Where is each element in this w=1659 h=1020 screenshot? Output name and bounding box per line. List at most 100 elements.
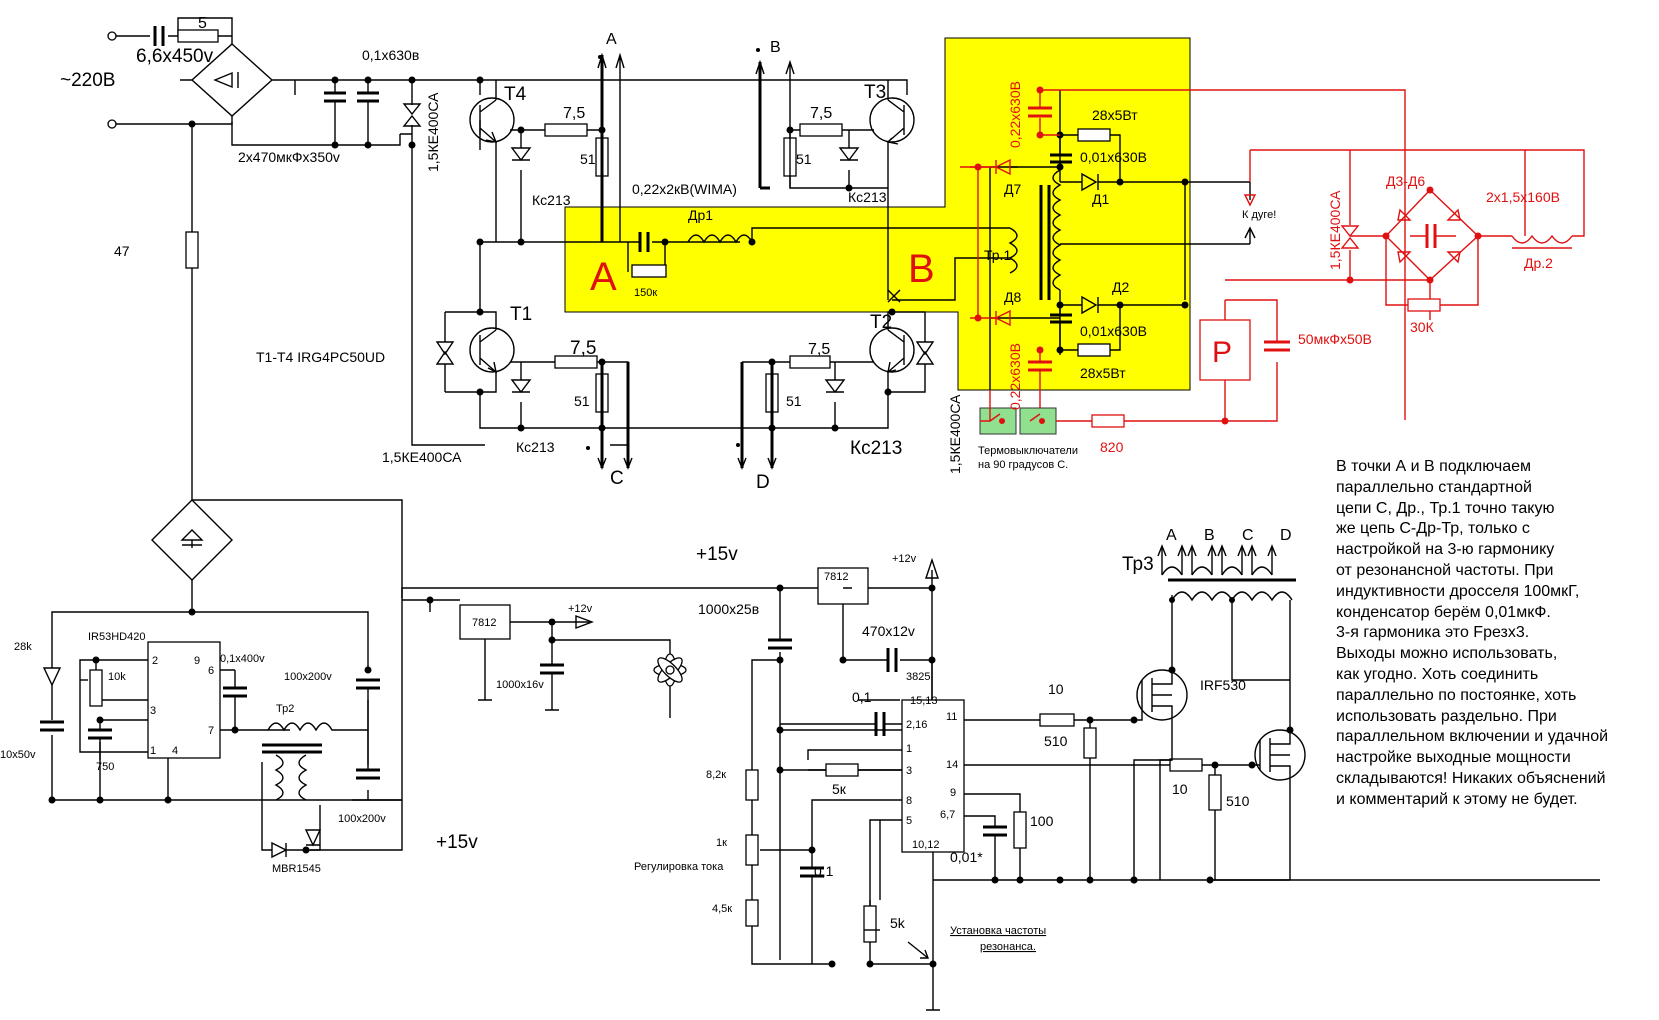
label-reg-big: 7812 [824,571,848,583]
label-p12v-a: +12v [568,603,593,615]
label-set-freq1: Установка частоты [950,925,1046,937]
label-dr2: Др.2 [1524,255,1553,271]
label-tp3-c: C [1242,527,1254,544]
label-r51-t1: 51 [574,393,590,409]
label-r10-a: 10 [1048,681,1064,697]
label-ic-driver: IR53HD420 [88,631,145,643]
label-c022-bot: 0,22x630В [1007,343,1023,410]
label-tr1: Тр.1 [984,247,1011,263]
pin-label: 2,16 [906,719,927,731]
label-out-d: D [756,472,770,493]
note-line: использовать раздельно. При [1336,707,1557,725]
label-wima: 0,22x2кВ(WIMA) [632,181,737,197]
label-tp2: Тр2 [276,703,294,715]
pin-label: 9 [194,655,200,667]
label-r5k-a: 5к [832,781,847,797]
pin-label: 1 [906,743,912,755]
pin-label: 6,7 [940,809,955,821]
label-d1: Д1 [1092,191,1109,207]
label-set-freq2: резонанса. [980,941,1036,953]
label-r47: 47 [114,243,130,259]
label-r10k: 10k [108,671,126,683]
pin-label: 9 [950,787,956,799]
label-kc-t2: Кс213 [850,438,902,459]
label-c-filt: 0,1x630в [362,47,419,63]
labels: ~220В 6,6x450v 5 0,1x630в 2x470мкФx350v … [0,15,1560,953]
label-t3: T3 [864,82,886,103]
label-c001-bot: 0,01x630В [1080,323,1147,339]
label-c100x200-b: 100x200v [338,813,386,825]
note-line: В точки А и В подключаем [1336,458,1531,475]
label-node-a-small: A [606,31,617,48]
label-reg-current: Регулировка тока [634,861,724,873]
label-thermo1: Термовыключатели [978,445,1078,457]
label-kc-t4: Кс213 [532,192,571,208]
aux-supply [40,499,403,859]
label-r5k-b: 5k [890,915,906,931]
note-line: 3-я гармоника это Fрезх3. [1336,624,1530,642]
label-dr1: Др1 [688,207,713,223]
pin-label: 5 [906,815,912,827]
label-r820: 820 [1100,439,1124,455]
label-tvs-red: 1,5КЕ400СА [1327,190,1343,270]
label-r30k: 30К [1410,319,1435,335]
label-t4: T4 [504,84,527,105]
label-big-b: B [908,247,935,291]
label-r75-t4: 7,5 [563,105,585,122]
label-r1k: 1к [716,837,727,849]
label-r-in: 5 [198,15,207,32]
note-line: и комментарий к этому не будет. [1336,790,1578,808]
label-mains: ~220В [60,70,115,91]
label-c-bulk: 2x470мкФx350v [238,149,340,165]
label-r750: 750 [96,761,114,773]
label-d8: Д8 [1004,289,1021,305]
label-r28-top: 28x5Вт [1092,107,1138,123]
pin-label: 6 [208,665,214,677]
label-c001-top: 0,01x630В [1080,149,1147,165]
label-d3d6: Д3-Д6 [1386,173,1425,189]
label-d2: Д2 [1112,279,1129,295]
label-c022-top: 0,22x630В [1007,81,1023,148]
label-big-a: A [590,255,617,299]
label-t2: T2 [870,312,892,333]
fan-supply [401,587,852,718]
label-r82k: 8,2к [706,769,726,781]
pin-label: 8 [906,795,912,807]
label-r28-bot: 28x5Вт [1080,365,1126,381]
label-kc-t1: Кс213 [516,439,555,455]
note-line: конденсатор берём 0,01мкФ. [1336,603,1551,621]
label-k-duge: К дуге! [1242,209,1276,221]
label-p15v-top: +15v [696,544,738,565]
label-tp3-d: D [1280,527,1292,544]
note-line: параллельно по постоянке, хоть [1336,686,1577,704]
label-node-b-small: B [770,39,781,56]
label-out-c: C [610,468,624,489]
pin-label: 10,12 [912,839,940,851]
label-r10-b: 10 [1172,781,1188,797]
label-r51-t3: 51 [796,151,812,167]
note-line: параллельном включении и удачной [1336,728,1609,746]
label-irf: IRF530 [1200,677,1246,693]
label-c100x200-a: 100x200v [284,671,332,683]
label-r28k: 28k [14,641,32,653]
h-bridge [435,48,1010,470]
resistor-47 [185,231,199,269]
label-r75-t2: 7,5 [808,341,830,358]
control-circuit [745,544,1600,1011]
pin-label: 3 [150,705,156,717]
label-d7: Д7 [1004,181,1021,197]
label-c-red: 2x1,5x160В [1486,189,1560,205]
note-line: от резонансной частоты. При [1336,561,1554,579]
label-reg-small: 7812 [472,617,496,629]
label-ic-pwm: 3825 [906,671,930,683]
label-c470x12: 470x12v [862,623,915,639]
label-thermo2: на 90 градусов С. [978,459,1068,471]
label-c001star: 0,01* [950,849,983,865]
label-c1000x16: 1000x16v [496,679,544,691]
note-line: как угодно. Хоть соединить [1336,665,1539,683]
label-r51-t4: 51 [580,151,596,167]
label-c-in: 6,6x450v [136,46,214,67]
note-line: настройке выходные мощности [1336,749,1571,767]
label-mbr: MBR1545 [272,863,321,875]
